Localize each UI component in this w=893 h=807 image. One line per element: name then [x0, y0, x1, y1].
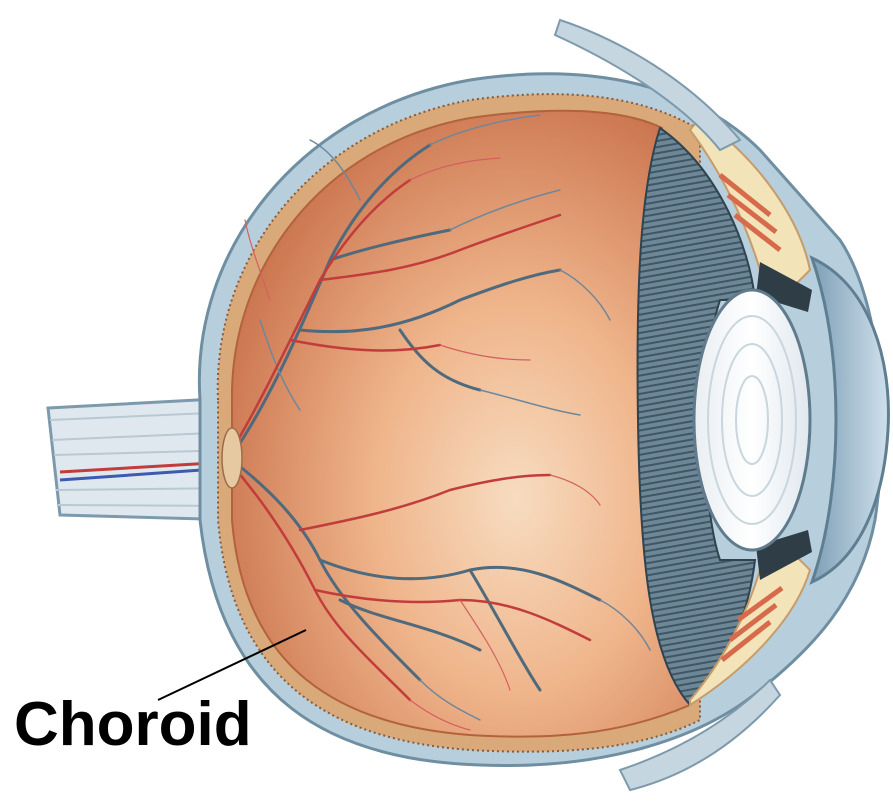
optic-disc	[222, 428, 242, 488]
choroid-label: Choroid	[14, 694, 252, 756]
lens	[694, 290, 810, 550]
